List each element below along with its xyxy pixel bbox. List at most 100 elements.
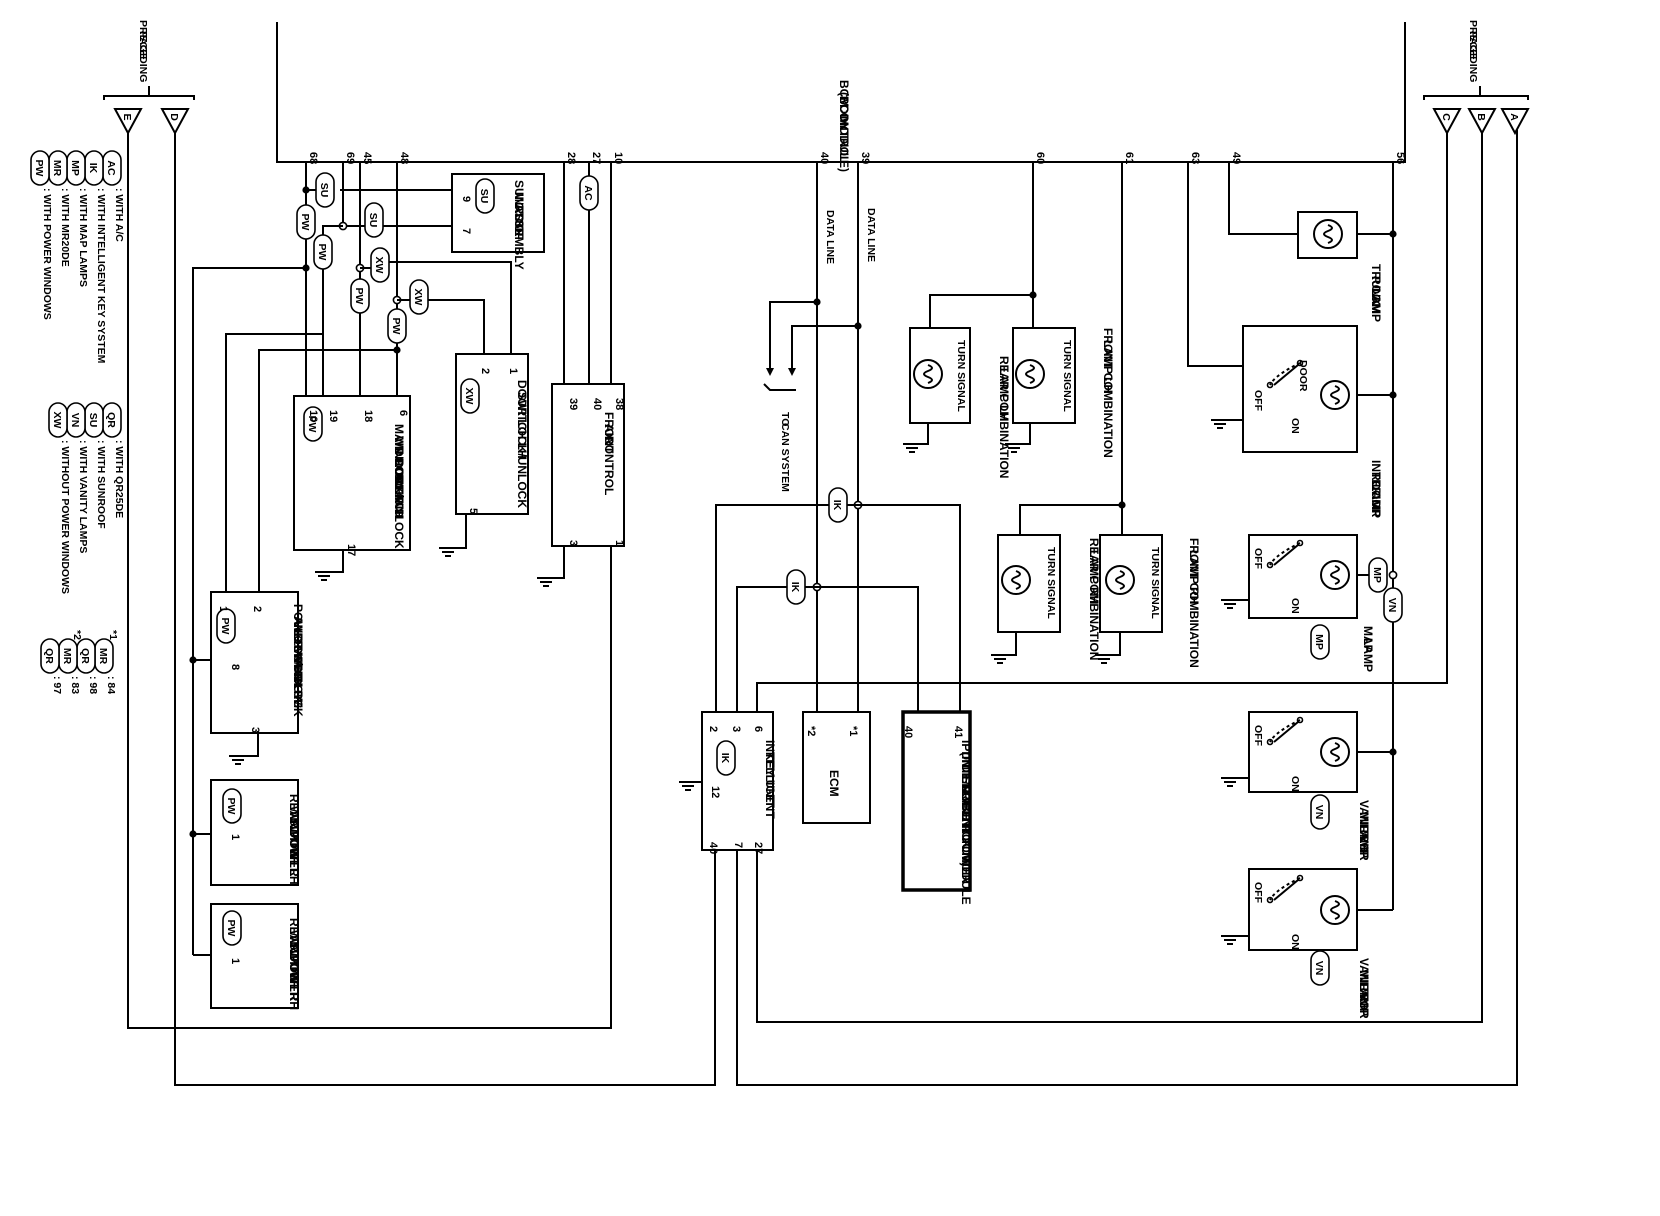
legend-text: : WITH MR20DE (59, 188, 71, 267)
fcl-lh-turn: TURN SIGNAL (1061, 340, 1073, 412)
w-door-lock-gnd (450, 514, 467, 549)
ground-icon (1005, 443, 1023, 453)
w-iku-6-C (756, 130, 1448, 712)
legend-text: : 97 (51, 676, 63, 694)
legend-text: : WITH VANITY LAMPS (77, 440, 89, 553)
interior-off: OFF (1252, 390, 1264, 412)
wire-tag-ik-2: IK (786, 569, 806, 605)
w-61-rear (1019, 504, 1122, 535)
pw-rh-label-line: LOCK/UNLOCK (291, 628, 305, 717)
legend-code-frame (30, 150, 50, 186)
bulb-icon (1320, 737, 1350, 767)
vanity-rh-on: ON (1289, 934, 1301, 950)
switch-blade (1273, 721, 1299, 743)
ipdm-label-line: (INTELLIGENT POWER (959, 752, 973, 884)
switch-blade (1273, 364, 1299, 386)
map-label-line: MAP (1361, 626, 1375, 653)
wire-tag-pw-4-frame (387, 308, 407, 344)
legend-text: : 84 (105, 676, 117, 694)
bulb-filament (923, 364, 933, 384)
connector-E-shape (113, 108, 143, 136)
rear-lh-label-line: SWITCH LH (287, 818, 301, 885)
w-ik-ipdm (858, 504, 961, 712)
interior-on: ON (1289, 418, 1301, 434)
vanity-rh-label-line: MIRROR (1357, 970, 1371, 1019)
legend-code: MR (94, 638, 114, 674)
ground-icon (1221, 777, 1239, 787)
fcl-rh-turn: TURN SIGNAL (1149, 547, 1161, 619)
bcm-pin-p61: 61 (1123, 152, 1135, 164)
arrow-can-1 (766, 368, 774, 376)
legend-code-text: VN (69, 413, 81, 428)
legend-code-frame (48, 402, 68, 438)
vanity-lh-label-line: LAMP (1357, 824, 1371, 858)
legend-code-frame (40, 638, 60, 674)
vanity-lh-tag: VN (1310, 794, 1330, 830)
map-tag-text: MP (1313, 634, 1325, 650)
bulb-filament (1323, 224, 1333, 244)
main-pw-label-line: SWITCH (392, 472, 406, 519)
legend-code: PW (30, 150, 50, 186)
bcm-pin-p60: 60 (1034, 152, 1046, 164)
interior-label-line: LAMP (1369, 484, 1383, 518)
connector-B: B (1467, 108, 1497, 136)
wire-tag-vn-frame (1383, 587, 1403, 623)
ground-icon (991, 654, 1009, 664)
wire-tag-ik-2-frame (786, 569, 806, 605)
legend-code-text: MR (61, 648, 73, 665)
bulb-icon (1001, 565, 1031, 595)
front-air-pin3: 3 (567, 540, 579, 546)
w-69 (342, 162, 455, 227)
rcl-rh-turn: TURN SIGNAL (1045, 547, 1057, 619)
map-lamp-box (1248, 534, 1358, 619)
bcm-pin-p49: 49 (1230, 152, 1242, 164)
wire-tag-pw-3: PW (350, 278, 370, 314)
wire-tag-xw-1: XW (370, 247, 390, 283)
legend-code-text: QR (105, 412, 117, 428)
legend-code: QR (102, 402, 122, 438)
map-label-line: LAMP (1361, 638, 1375, 672)
connector-A-letter: A (1508, 113, 1520, 121)
wire-tag-su-2: SU (364, 202, 384, 238)
bulb-icon (1320, 895, 1350, 925)
iku-pin12: 12 (709, 786, 721, 798)
legend-text: : WITH SUNROOF (95, 440, 107, 529)
vanity-rh-tag-text: VN (1313, 961, 1325, 976)
bcm-label-line: CONTROL (837, 104, 851, 163)
sunroof-motor-box (451, 173, 545, 253)
connector-E: E (113, 108, 143, 136)
bulb-icon (1320, 380, 1350, 410)
wire-tag-xw-2-text: XW (412, 289, 424, 306)
pw-rh-label-line: SWITCH RH (291, 640, 305, 708)
vanity-lh-switch-icon (1266, 716, 1304, 746)
door-lock-lh-label-line: DOOR LOCK/UNLOCK (515, 380, 529, 508)
wire-tag-pw-4-text: PW (390, 318, 402, 335)
iku-pin3: 3 (730, 726, 742, 732)
bulb-glass (1320, 560, 1350, 590)
connector-A: A (1500, 108, 1530, 136)
main-pw-pin6: 6 (397, 410, 409, 416)
front-air-pin38: 38 (613, 398, 625, 410)
wire-tag-xw-2-frame (409, 279, 429, 315)
ecm-box (802, 711, 871, 824)
door-lock-lh-tag: XW (460, 378, 480, 414)
legend-code-text: SU (87, 413, 99, 428)
vanity-lh-label-line: VANITY (1357, 800, 1371, 843)
ground-icon (439, 547, 457, 557)
wire-tag-pw-1-frame (296, 204, 316, 240)
vanity-lh-label-line: MIRROR (1357, 812, 1371, 861)
bulb-glass (1313, 219, 1343, 249)
legend-code-text: MR (97, 648, 109, 665)
main-pw-label-line: MAIN POWER (392, 424, 406, 504)
bulb-glass (1320, 737, 1350, 767)
bcm-label-line: BCM (837, 80, 851, 107)
pw-rh-label-line: POWER WINDOW (291, 604, 305, 706)
main-pw-pin17: 17 (345, 544, 357, 556)
bcm-pin-p56: 56 (1394, 152, 1406, 164)
iku-label-line: KEY UNIT (763, 752, 777, 808)
bulb-filament (1330, 385, 1340, 405)
legend-code-text: MP (69, 160, 81, 176)
wire-tag-ac-frame (579, 175, 599, 211)
